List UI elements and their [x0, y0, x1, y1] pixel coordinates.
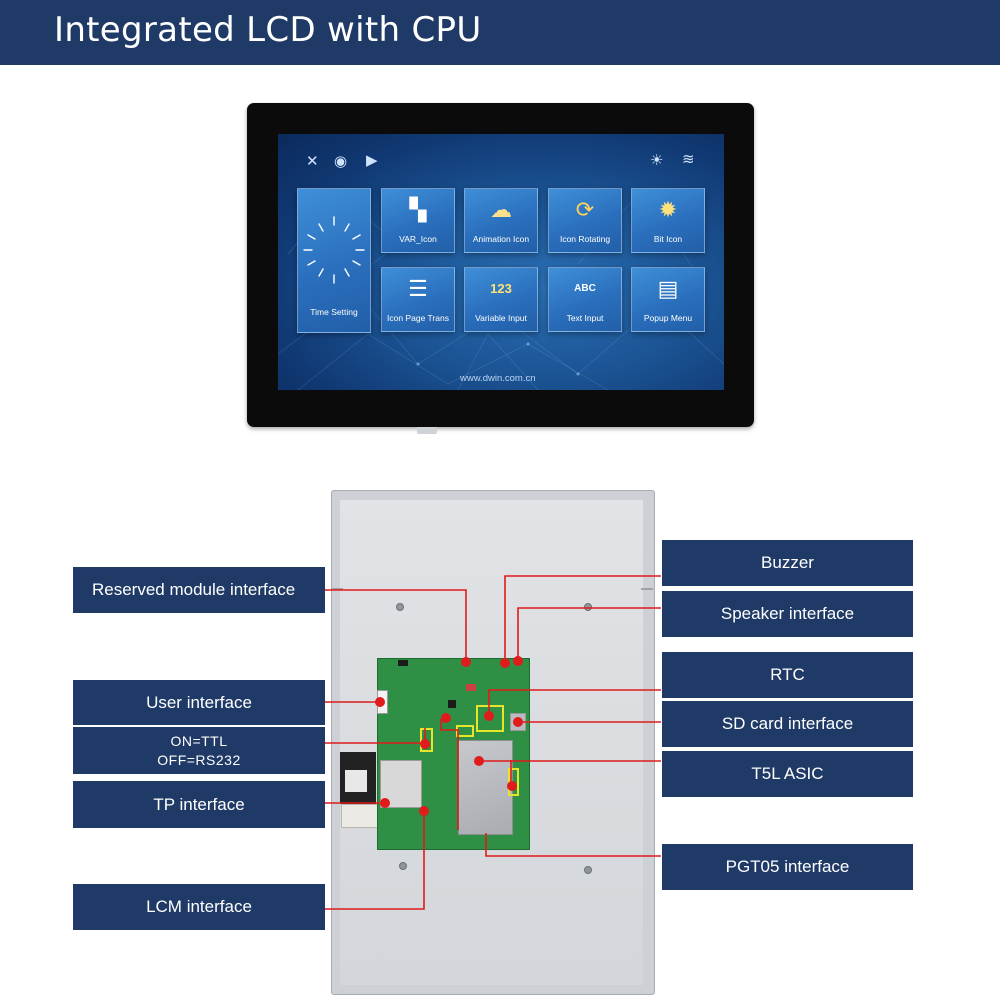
callout-tp-interface: TP interface — [73, 781, 325, 828]
callout-reserved-module-interface: Reserved module interface — [73, 567, 325, 613]
chip — [448, 700, 456, 708]
tile-label-text-input: Text Input — [566, 313, 604, 323]
tile-icon-rotating[interactable]: ⟳ Icon Rotating — [548, 188, 622, 253]
pgt05-marker — [507, 781, 517, 791]
t5l-asic-shield — [458, 740, 513, 835]
screw — [584, 603, 592, 611]
sliders-icon: ☰ — [408, 276, 428, 301]
clock-icon — [303, 216, 365, 284]
text-input-icon: ABC — [574, 283, 596, 294]
callout-ttl-rs232-switch: ON=TTL OFF=RS232 — [73, 727, 325, 774]
callout-text: RTC — [770, 665, 805, 684]
t5l-asic-marker — [474, 756, 484, 766]
chip — [466, 684, 476, 691]
rail-mark-left — [331, 588, 343, 590]
tile-label-popup-menu: Popup Menu — [643, 313, 693, 323]
bulb-icon: ✹ — [658, 197, 678, 222]
tile-label-animation-icon: Animation Icon — [472, 234, 530, 244]
rail-mark-right — [641, 588, 653, 590]
reserved-module-marker — [461, 657, 471, 667]
callout-text: Reserved module interface — [92, 580, 296, 599]
screen-url: www.dwin.com.cn — [460, 373, 536, 384]
tile-popup-menu[interactable]: ▤ Popup Menu — [631, 267, 705, 332]
callout-text: TP interface — [153, 794, 245, 814]
callout-text: LCM interface — [146, 897, 252, 916]
tile-label-var-icon: VAR_Icon — [399, 234, 437, 244]
asic-highlight — [456, 725, 474, 737]
tile-var-icon[interactable]: ▚ VAR_Icon — [381, 188, 455, 253]
screw — [396, 603, 404, 611]
tile-label-icon-page-trans: Icon Page Trans — [387, 313, 449, 323]
callout-lcm-interface: LCM interface — [73, 884, 325, 930]
sd-card-marker — [513, 717, 523, 727]
tile-text-input[interactable]: ABC Text Input — [548, 267, 622, 332]
callout-user-interface: User interface — [73, 680, 325, 725]
screw — [399, 862, 407, 870]
rtc-marker — [484, 711, 494, 721]
tile-label-icon-rotating: Icon Rotating — [559, 234, 611, 244]
header-bar: Integrated LCD with CPU — [0, 0, 1000, 65]
tile-bit-icon[interactable]: ✹ Bit Icon — [631, 188, 705, 253]
callout-text: SD card interface — [721, 714, 854, 733]
camera-icon[interactable]: ◉ — [334, 153, 348, 170]
asic-pin-marker — [441, 713, 451, 723]
buzzer-marker — [500, 658, 510, 668]
callout-text: Speaker interface — [720, 604, 855, 623]
chip — [398, 660, 408, 666]
grid-icon: ▚ — [409, 197, 427, 222]
tile-time-setting[interactable]: Time Setting — [297, 188, 371, 333]
wifi-icon[interactable]: ≋ — [682, 151, 695, 168]
user-interface-marker — [375, 697, 385, 707]
play-icon[interactable]: ▶ — [366, 152, 378, 169]
screw — [584, 866, 592, 874]
number-input-icon: 123 — [490, 281, 512, 296]
lcm-interface-marker — [419, 806, 429, 816]
callout-sd-card-interface: SD card interface — [662, 701, 913, 747]
menu-icon: ▤ — [657, 276, 679, 301]
callout-text: User interface — [146, 692, 252, 712]
brightness-icon[interactable]: ☀ — [650, 152, 664, 169]
callout-text: Buzzer — [761, 553, 814, 572]
callout-text-on: ON=TTL — [170, 732, 228, 749]
tile-label-variable-input: Variable Input — [475, 313, 527, 323]
tile-icon-page-trans[interactable]: ☰ Icon Page Trans — [381, 267, 455, 332]
fpc-sticker — [345, 770, 367, 792]
callout-text: T5L ASIC — [751, 764, 824, 783]
tools-icon[interactable]: ✕ — [306, 153, 319, 170]
page-title: Integrated LCD with CPU — [54, 10, 482, 50]
tile-label-bit-icon: Bit Icon — [653, 234, 683, 244]
callout-rtc: RTC — [662, 652, 913, 698]
callout-speaker-interface: Speaker interface — [662, 591, 913, 637]
rotate-icon: ⟳ — [575, 197, 595, 222]
speaker-marker — [513, 656, 523, 666]
lcd-screen: ✕ ◉ ▶ ☀ ≋ Time Setting ▚ VAR_Icon ☁ Anim… — [278, 134, 724, 390]
switch-marker — [420, 739, 430, 749]
cloud-icon: ☁ — [490, 197, 512, 222]
callout-pgt05-interface: PGT05 interface — [662, 844, 913, 890]
callout-text-off: OFF=RS232 — [157, 751, 241, 768]
tile-variable-input[interactable]: 123 Variable Input — [464, 267, 538, 332]
callout-text: PGT05 interface — [725, 857, 850, 876]
callout-buzzer: Buzzer — [662, 540, 913, 586]
lcd-stand — [417, 427, 437, 434]
tile-label-time-setting: Time Setting — [310, 307, 358, 317]
tp-interface-marker — [380, 798, 390, 808]
callout-t5l-asic: T5L ASIC — [662, 751, 913, 797]
tile-animation-icon[interactable]: ☁ Animation Icon — [464, 188, 538, 253]
